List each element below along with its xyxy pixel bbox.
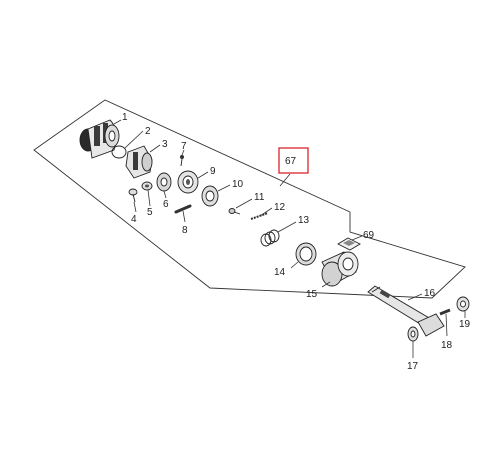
- callout-67[interactable]: 67: [285, 156, 297, 167]
- callout-10[interactable]: 10: [232, 179, 244, 190]
- part-3-sleeve: [125, 145, 153, 179]
- callout-2[interactable]: 2: [145, 126, 151, 137]
- part-19-nut: [456, 296, 470, 312]
- part-14-bushing: [295, 242, 317, 266]
- callout-7[interactable]: 7: [181, 141, 187, 152]
- callout-8[interactable]: 8: [182, 225, 188, 236]
- callout-5[interactable]: 5: [147, 207, 153, 218]
- assembly-boundary: [33, 99, 466, 299]
- callout-14[interactable]: 14: [274, 267, 286, 278]
- part-17-washer: [407, 326, 419, 342]
- callout-12[interactable]: 12: [274, 202, 286, 213]
- callout-13[interactable]: 13: [298, 215, 310, 226]
- callout-1[interactable]: 1: [122, 112, 128, 123]
- part-1-housing: [79, 119, 120, 159]
- part-13-coil-spring: [260, 229, 280, 247]
- callout-18[interactable]: 18: [441, 340, 453, 351]
- part-10-ring: [201, 185, 219, 207]
- part-11-screw: [228, 208, 241, 215]
- part-4-screw: [128, 188, 138, 203]
- part-18-bolt: [439, 308, 451, 316]
- part-5-spring: [141, 181, 153, 191]
- part-7-pin: [180, 155, 184, 167]
- callout-69[interactable]: 69: [363, 230, 375, 241]
- callout-3[interactable]: 3: [162, 139, 168, 150]
- part-9-gear: [177, 170, 199, 194]
- part-6-bearing: [156, 172, 172, 192]
- callout-9[interactable]: 9: [210, 166, 216, 177]
- callout-17[interactable]: 17: [407, 361, 419, 372]
- part-12-spring: [250, 212, 269, 220]
- callout-11[interactable]: 11: [254, 192, 265, 203]
- leader-lines: [113, 119, 466, 358]
- part-69-kit: [337, 237, 361, 251]
- part-8-rod: [174, 204, 192, 214]
- assembly-highlight-box[interactable]: [278, 147, 309, 174]
- callout-6[interactable]: 6: [163, 199, 169, 210]
- part-16-shaft: [367, 285, 445, 337]
- callout-16[interactable]: 16: [424, 288, 436, 299]
- part-15-bearing-housing: [321, 251, 359, 287]
- callout-19[interactable]: 19: [459, 319, 471, 330]
- callout-15[interactable]: 15: [306, 289, 318, 300]
- callout-4[interactable]: 4: [131, 214, 137, 225]
- part-2-o-ring: [111, 145, 127, 159]
